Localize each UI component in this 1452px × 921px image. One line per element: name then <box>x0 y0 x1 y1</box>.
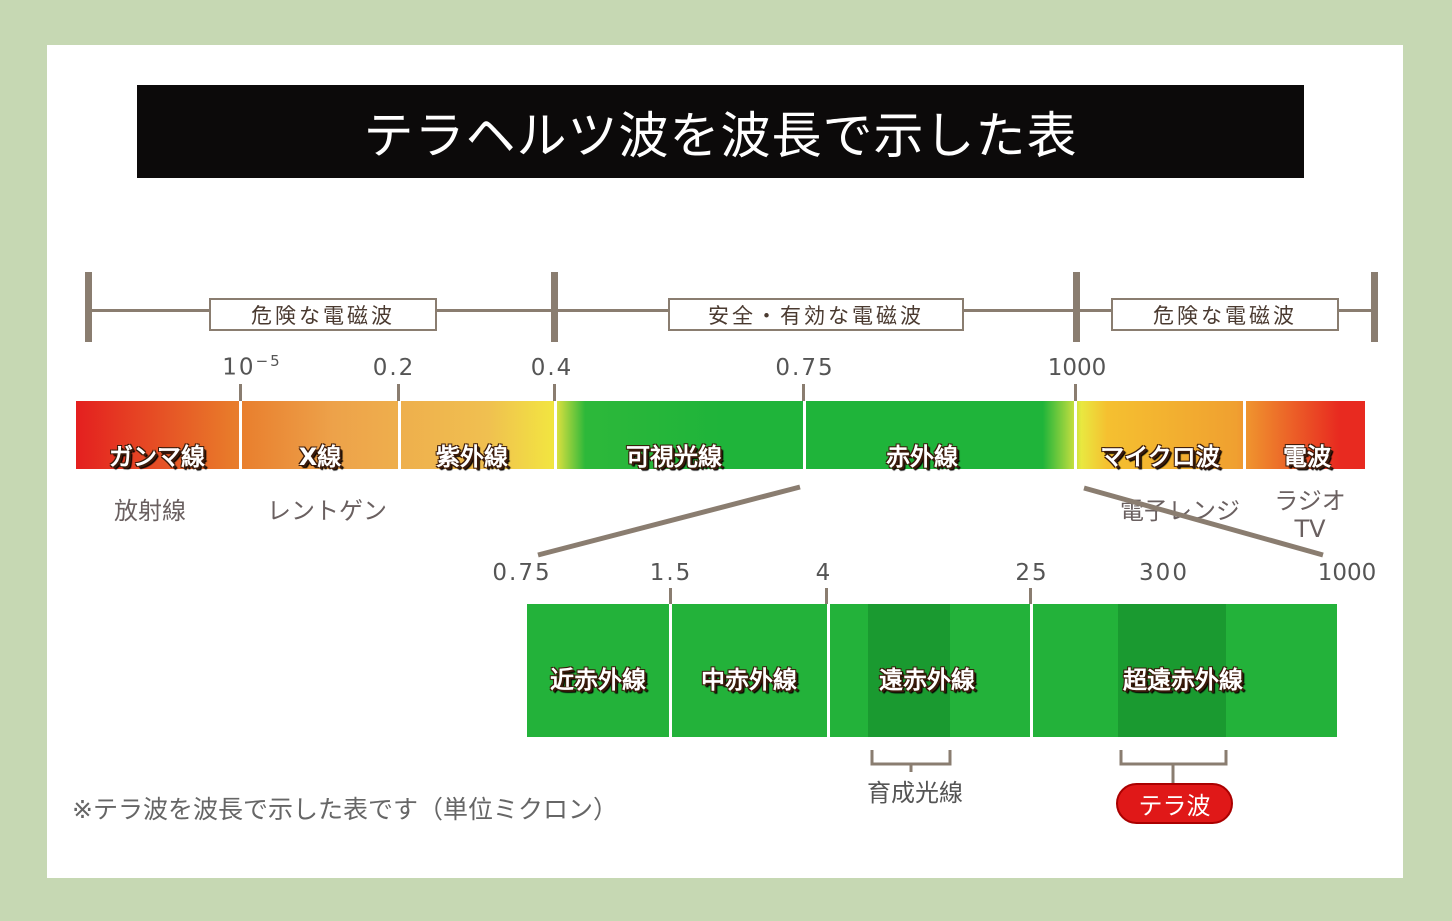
segment-divider <box>1243 401 1246 469</box>
zoom-line-right <box>1083 485 1324 558</box>
tera-wave-badge: テラ波 <box>1116 783 1233 824</box>
segment-infrared: 赤外線 <box>886 443 958 471</box>
tick-label: 0.75 <box>775 355 835 381</box>
segment-gamma: ガンマ線 <box>109 443 205 471</box>
range-label-safe: 安全・有効な電磁波 <box>668 298 964 331</box>
tick-mark <box>239 384 242 402</box>
segment-microwave: マイクロ波 <box>1100 443 1220 471</box>
page-title: テラヘルツ波を波長で示した表 <box>137 85 1304 178</box>
tick-mark <box>397 384 400 402</box>
segment-divider <box>398 401 401 469</box>
tick-label: 4 <box>815 560 833 586</box>
zoom-line-left <box>537 484 801 558</box>
tick-label: 300 <box>1139 560 1189 586</box>
segment-xray: X線 <box>298 443 342 471</box>
tick-label: 10−5 <box>222 352 282 381</box>
growth-rays-band <box>868 604 950 737</box>
segment-divider <box>554 401 557 469</box>
segment-divider <box>239 401 242 469</box>
range-divider <box>1073 272 1080 342</box>
range-divider <box>1371 272 1378 342</box>
use-label: 放射線 <box>114 497 186 525</box>
growth-rays-label: 育成光線 <box>867 779 963 807</box>
tick-mark <box>802 384 805 402</box>
segment-extreme-far-ir: 超遠赤外線 <box>1123 666 1243 694</box>
segment-divider <box>803 401 806 469</box>
tick-label: 1.5 <box>649 560 693 586</box>
segment-far-ir: 遠赤外線 <box>879 666 975 694</box>
tera-wave-band <box>1118 604 1226 737</box>
segment-divider <box>827 604 830 737</box>
range-label-dangerous: 危険な電磁波 <box>209 298 437 331</box>
segment-radio: 電波 <box>1283 443 1331 471</box>
footnote: ※テラ波を波長で示した表です（単位ミクロン） <box>72 795 618 824</box>
segment-divider <box>1030 604 1033 737</box>
tick-label: 0.75 <box>492 560 552 586</box>
segment-visible: 可視光線 <box>626 443 722 471</box>
segment-near-ir: 近赤外線 <box>550 666 646 694</box>
tick-mark <box>825 588 828 604</box>
range-label-dangerous: 危険な電磁波 <box>1111 298 1339 331</box>
tick-mark <box>1074 384 1077 402</box>
segment-mid-ir: 中赤外線 <box>701 666 797 694</box>
segment-divider <box>1074 401 1077 469</box>
use-label: レントゲン <box>267 497 387 525</box>
tick-label: 1000 <box>1047 355 1107 381</box>
spectrum-bar <box>76 401 1365 469</box>
segment-uv: 紫外線 <box>436 443 508 471</box>
segment-divider <box>669 604 672 737</box>
tera-wave-bracket <box>1119 750 1228 783</box>
tick-mark <box>553 384 556 402</box>
tick-mark <box>669 588 672 604</box>
tick-mark <box>1029 588 1032 604</box>
tick-label: 25 <box>1015 560 1049 586</box>
growth-rays-bracket <box>870 750 952 772</box>
range-divider <box>551 272 558 342</box>
range-divider <box>85 272 92 342</box>
tick-label: 0.4 <box>530 355 574 381</box>
tick-label: 1000 <box>1317 560 1377 586</box>
tick-label: 0.2 <box>372 355 416 381</box>
